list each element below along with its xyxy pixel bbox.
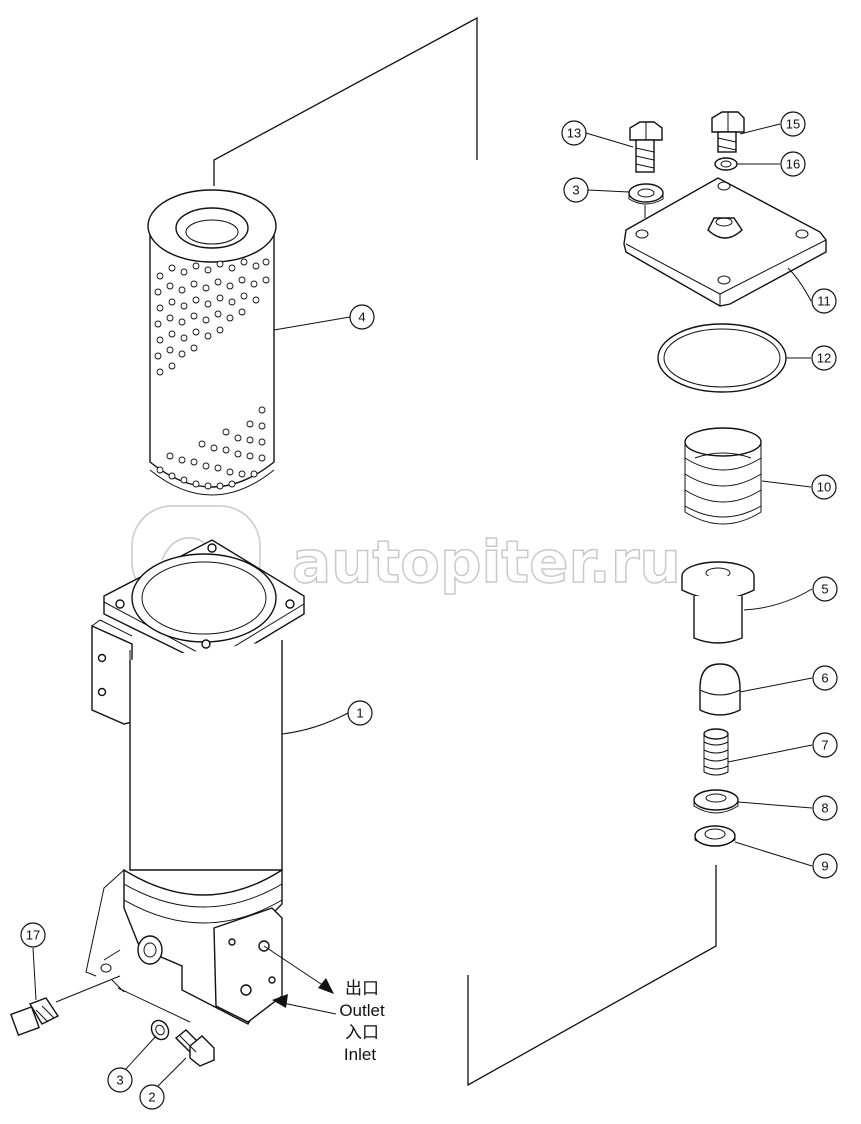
- svg-text:3: 3: [116, 1073, 123, 1088]
- svg-text:2: 2: [148, 1090, 155, 1105]
- leader-10: [761, 480, 812, 488]
- inlet-arrow-head: [272, 994, 288, 1008]
- leader-2-axis: [117, 987, 191, 1023]
- svg-text:10: 10: [817, 480, 831, 495]
- svg-text:8: 8: [821, 801, 828, 816]
- callout-3-top: 3: [563, 177, 589, 203]
- callout-9: 9: [812, 853, 838, 879]
- leader-15: [739, 123, 781, 135]
- callout-6: 6: [812, 665, 838, 691]
- callout-7: 7: [812, 732, 838, 758]
- leader-17-axis: [55, 975, 121, 1003]
- part-12-o-ring: [657, 323, 787, 393]
- svg-text:4: 4: [358, 310, 365, 325]
- svg-text:9: 9: [821, 859, 828, 874]
- callout-15: 15: [780, 111, 806, 137]
- part-11-cover-plate: [623, 177, 827, 307]
- callout-13: 13: [561, 120, 587, 146]
- outlet-arrow-head: [318, 978, 334, 994]
- leader-9: [734, 841, 813, 867]
- svg-text:11: 11: [817, 294, 831, 309]
- callout-2: 2: [139, 1084, 165, 1110]
- outlet-label-cn: 出口: [345, 979, 379, 998]
- svg-text:6: 6: [821, 671, 828, 686]
- part-9-snap-ring: [694, 825, 736, 847]
- part-2-drain-plug: [174, 1029, 215, 1067]
- svg-text:3: 3: [572, 183, 579, 198]
- leader-8: [737, 801, 813, 809]
- svg-text:12: 12: [817, 351, 831, 366]
- leader-3b: [124, 1035, 157, 1071]
- svg-text:17: 17: [26, 928, 40, 943]
- leader-2: [157, 1057, 187, 1087]
- part-4-filter-element: [147, 189, 277, 496]
- leader-6: [739, 677, 813, 693]
- port-labels: 出口 Outlet 入口 Inlet: [339, 979, 385, 1064]
- part-1-filter-housing: [85, 539, 305, 1025]
- filter-perforation-lower: [156, 406, 266, 490]
- leader-17: [32, 947, 37, 1001]
- leader-7: [727, 744, 813, 763]
- inlet-arrow-line: [277, 1001, 337, 1015]
- watermark-text: autopiter.ru: [292, 528, 681, 596]
- svg-text:15: 15: [786, 117, 800, 132]
- callout-12: 12: [811, 345, 837, 371]
- callout-4: 4: [349, 304, 375, 330]
- callouts: 13 15 16 3 4 11 12 10 5 1 6 7 8 9 17 3 2: [20, 111, 838, 1110]
- svg-text:16: 16: [786, 157, 800, 172]
- part-8-washer: [693, 789, 739, 814]
- svg-text:7: 7: [821, 738, 828, 753]
- filter-perforation-upper: [154, 258, 270, 376]
- outlet-label-en: Outlet: [339, 1001, 385, 1020]
- leader-5: [743, 588, 813, 611]
- leader-13: [585, 132, 634, 148]
- part-16-washer: [714, 157, 738, 171]
- part-13-bolt: [629, 121, 663, 173]
- svg-text:1: 1: [356, 706, 363, 721]
- leader-4: [273, 316, 351, 331]
- leader-3a: [587, 189, 630, 193]
- assembly-line-bottom: [467, 865, 717, 1087]
- inlet-label-cn: 入口: [345, 1023, 379, 1042]
- assembly-line-top: [213, 16, 478, 186]
- callout-3-bottom: 3: [107, 1067, 133, 1093]
- outlet-arrow-line: [263, 945, 331, 991]
- callout-11: 11: [811, 288, 837, 314]
- callout-5: 5: [812, 576, 838, 602]
- callout-16: 16: [780, 151, 806, 177]
- callout-10: 10: [811, 474, 837, 500]
- part-10-spring: [684, 427, 762, 525]
- leader-11: [787, 267, 812, 302]
- svg-text:5: 5: [821, 582, 828, 597]
- svg-text:13: 13: [567, 126, 581, 141]
- leader-1: [281, 712, 349, 735]
- callout-8: 8: [812, 795, 838, 821]
- part-6-valve: [699, 663, 741, 716]
- callout-17: 17: [20, 922, 46, 948]
- inlet-label-en: Inlet: [344, 1045, 376, 1064]
- part-3-washer-top: [628, 183, 664, 205]
- leader-lines: [32, 123, 813, 1087]
- part-5-valve-seat: [681, 561, 755, 644]
- part-7-spring: [703, 728, 729, 776]
- callout-1: 1: [347, 700, 373, 726]
- watermark: autopiter.ru: [131, 505, 681, 603]
- part-17-plug: [10, 997, 60, 1036]
- part-15-bolt: [711, 111, 745, 153]
- part-3-washer-bottom: [150, 1019, 170, 1041]
